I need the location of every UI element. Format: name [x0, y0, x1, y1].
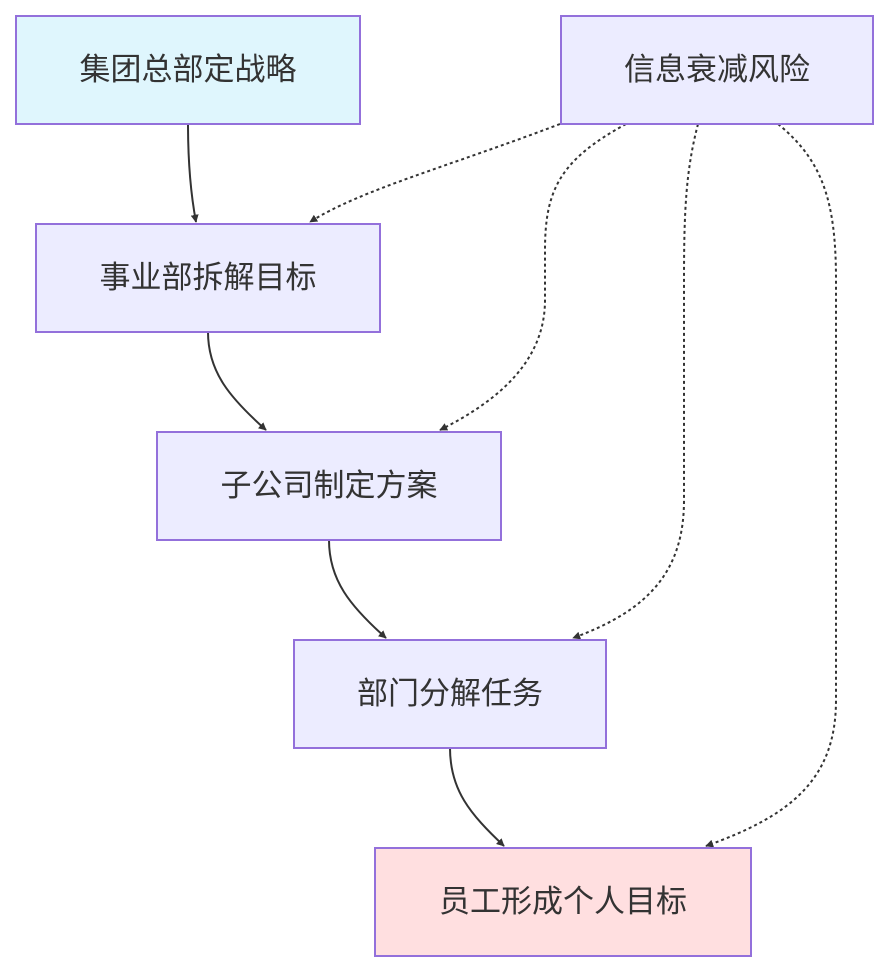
- node-employee-goals: 员工形成个人目标: [374, 847, 752, 957]
- node-subsidiary-plan: 子公司制定方案: [156, 431, 502, 541]
- edges-layer: [187, 123, 837, 848]
- node-info-decay-risk: 信息衰减风险: [560, 15, 874, 125]
- node-label: 部门分解任务: [357, 676, 543, 712]
- node-box: [156, 431, 502, 541]
- node-division-decompose: 事业部拆解目标: [35, 223, 381, 333]
- node-box: [293, 639, 607, 749]
- node-label: 信息衰减风险: [624, 52, 810, 88]
- edge-risk-to-subsidiary: [439, 123, 627, 431]
- node-label: 事业部拆解目标: [100, 260, 317, 296]
- node-label: 子公司制定方案: [221, 468, 438, 504]
- node-box: [560, 15, 874, 125]
- edge-risk-to-department: [572, 123, 699, 640]
- edge-hq-to-division: [187, 123, 199, 223]
- edge-division-to-subsidiary: [207, 331, 267, 431]
- edge-department-to-employee: [449, 747, 505, 847]
- edge-risk-to-division: [309, 123, 561, 223]
- node-box: [374, 847, 752, 957]
- edge-subsidiary-to-department: [328, 539, 387, 639]
- node-box: [15, 15, 361, 125]
- node-label: 集团总部定战略: [80, 52, 297, 88]
- node-label: 员工形成个人目标: [439, 884, 687, 920]
- node-box: [35, 223, 381, 333]
- node-hq-strategy: 集团总部定战略: [15, 15, 361, 125]
- node-department-tasks: 部门分解任务: [293, 639, 607, 749]
- edge-risk-to-employee: [705, 123, 837, 848]
